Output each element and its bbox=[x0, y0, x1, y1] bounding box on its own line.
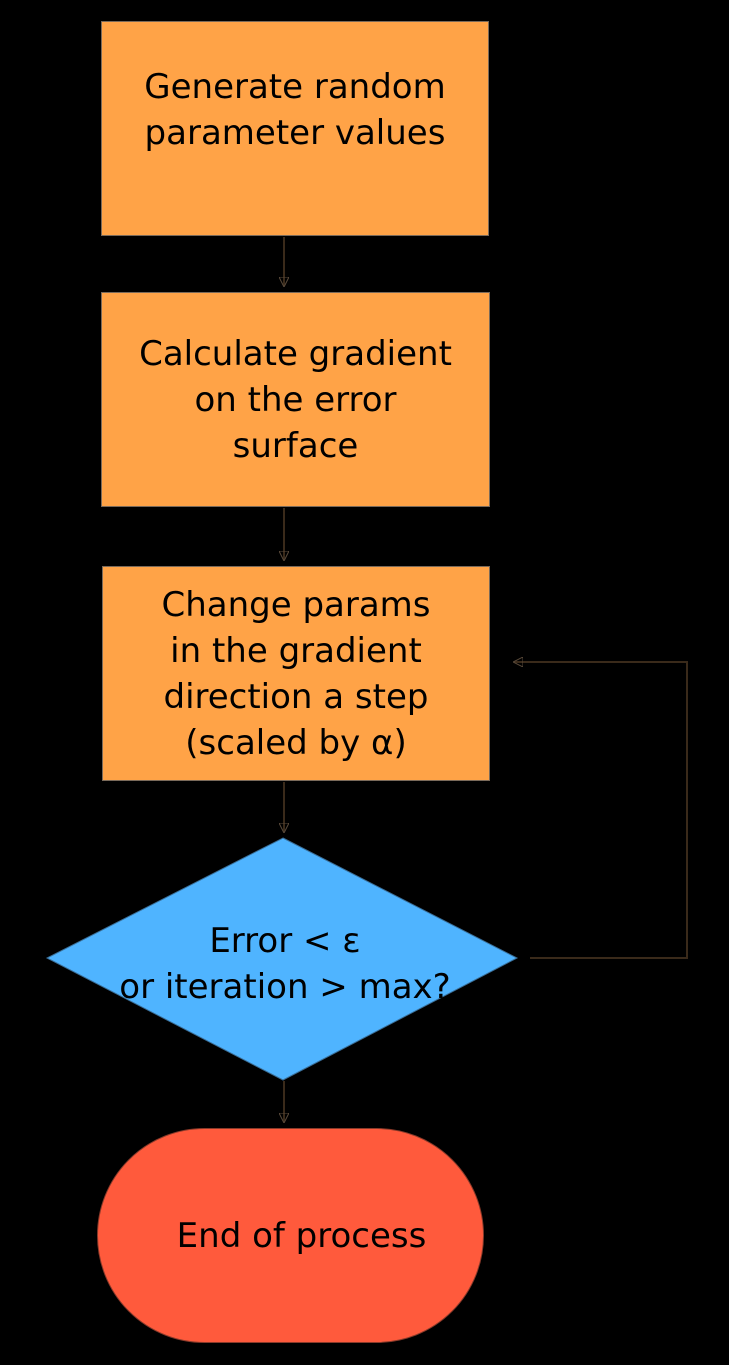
process-gradient-label: Calculate gradient on the error surface bbox=[139, 333, 452, 466]
decision-label: Error < ε or iteration > max? bbox=[119, 921, 451, 1007]
process-calculate-gradient: Calculate gradient on the error surface bbox=[101, 292, 490, 507]
process-change-params: Change params in the gradient direction … bbox=[102, 566, 490, 781]
decision-diamond bbox=[45, 837, 519, 1081]
terminal-end-label: End of process bbox=[176, 1215, 427, 1256]
decision-condition: Error < ε or iteration > max? bbox=[60, 880, 510, 1030]
terminal-end: End of process bbox=[97, 1128, 484, 1343]
process-generate-params: Generate random parameter values bbox=[101, 21, 489, 236]
arrow-loop-back bbox=[514, 662, 688, 959]
process-generate-label: Generate random parameter values bbox=[144, 66, 446, 153]
process-change-label: Change params in the gradient direction … bbox=[161, 584, 431, 763]
